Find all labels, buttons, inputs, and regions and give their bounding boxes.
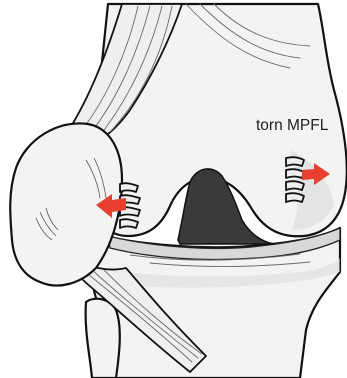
fibula bbox=[86, 299, 120, 378]
torn-mpfl-label: torn MPFL bbox=[256, 117, 328, 135]
